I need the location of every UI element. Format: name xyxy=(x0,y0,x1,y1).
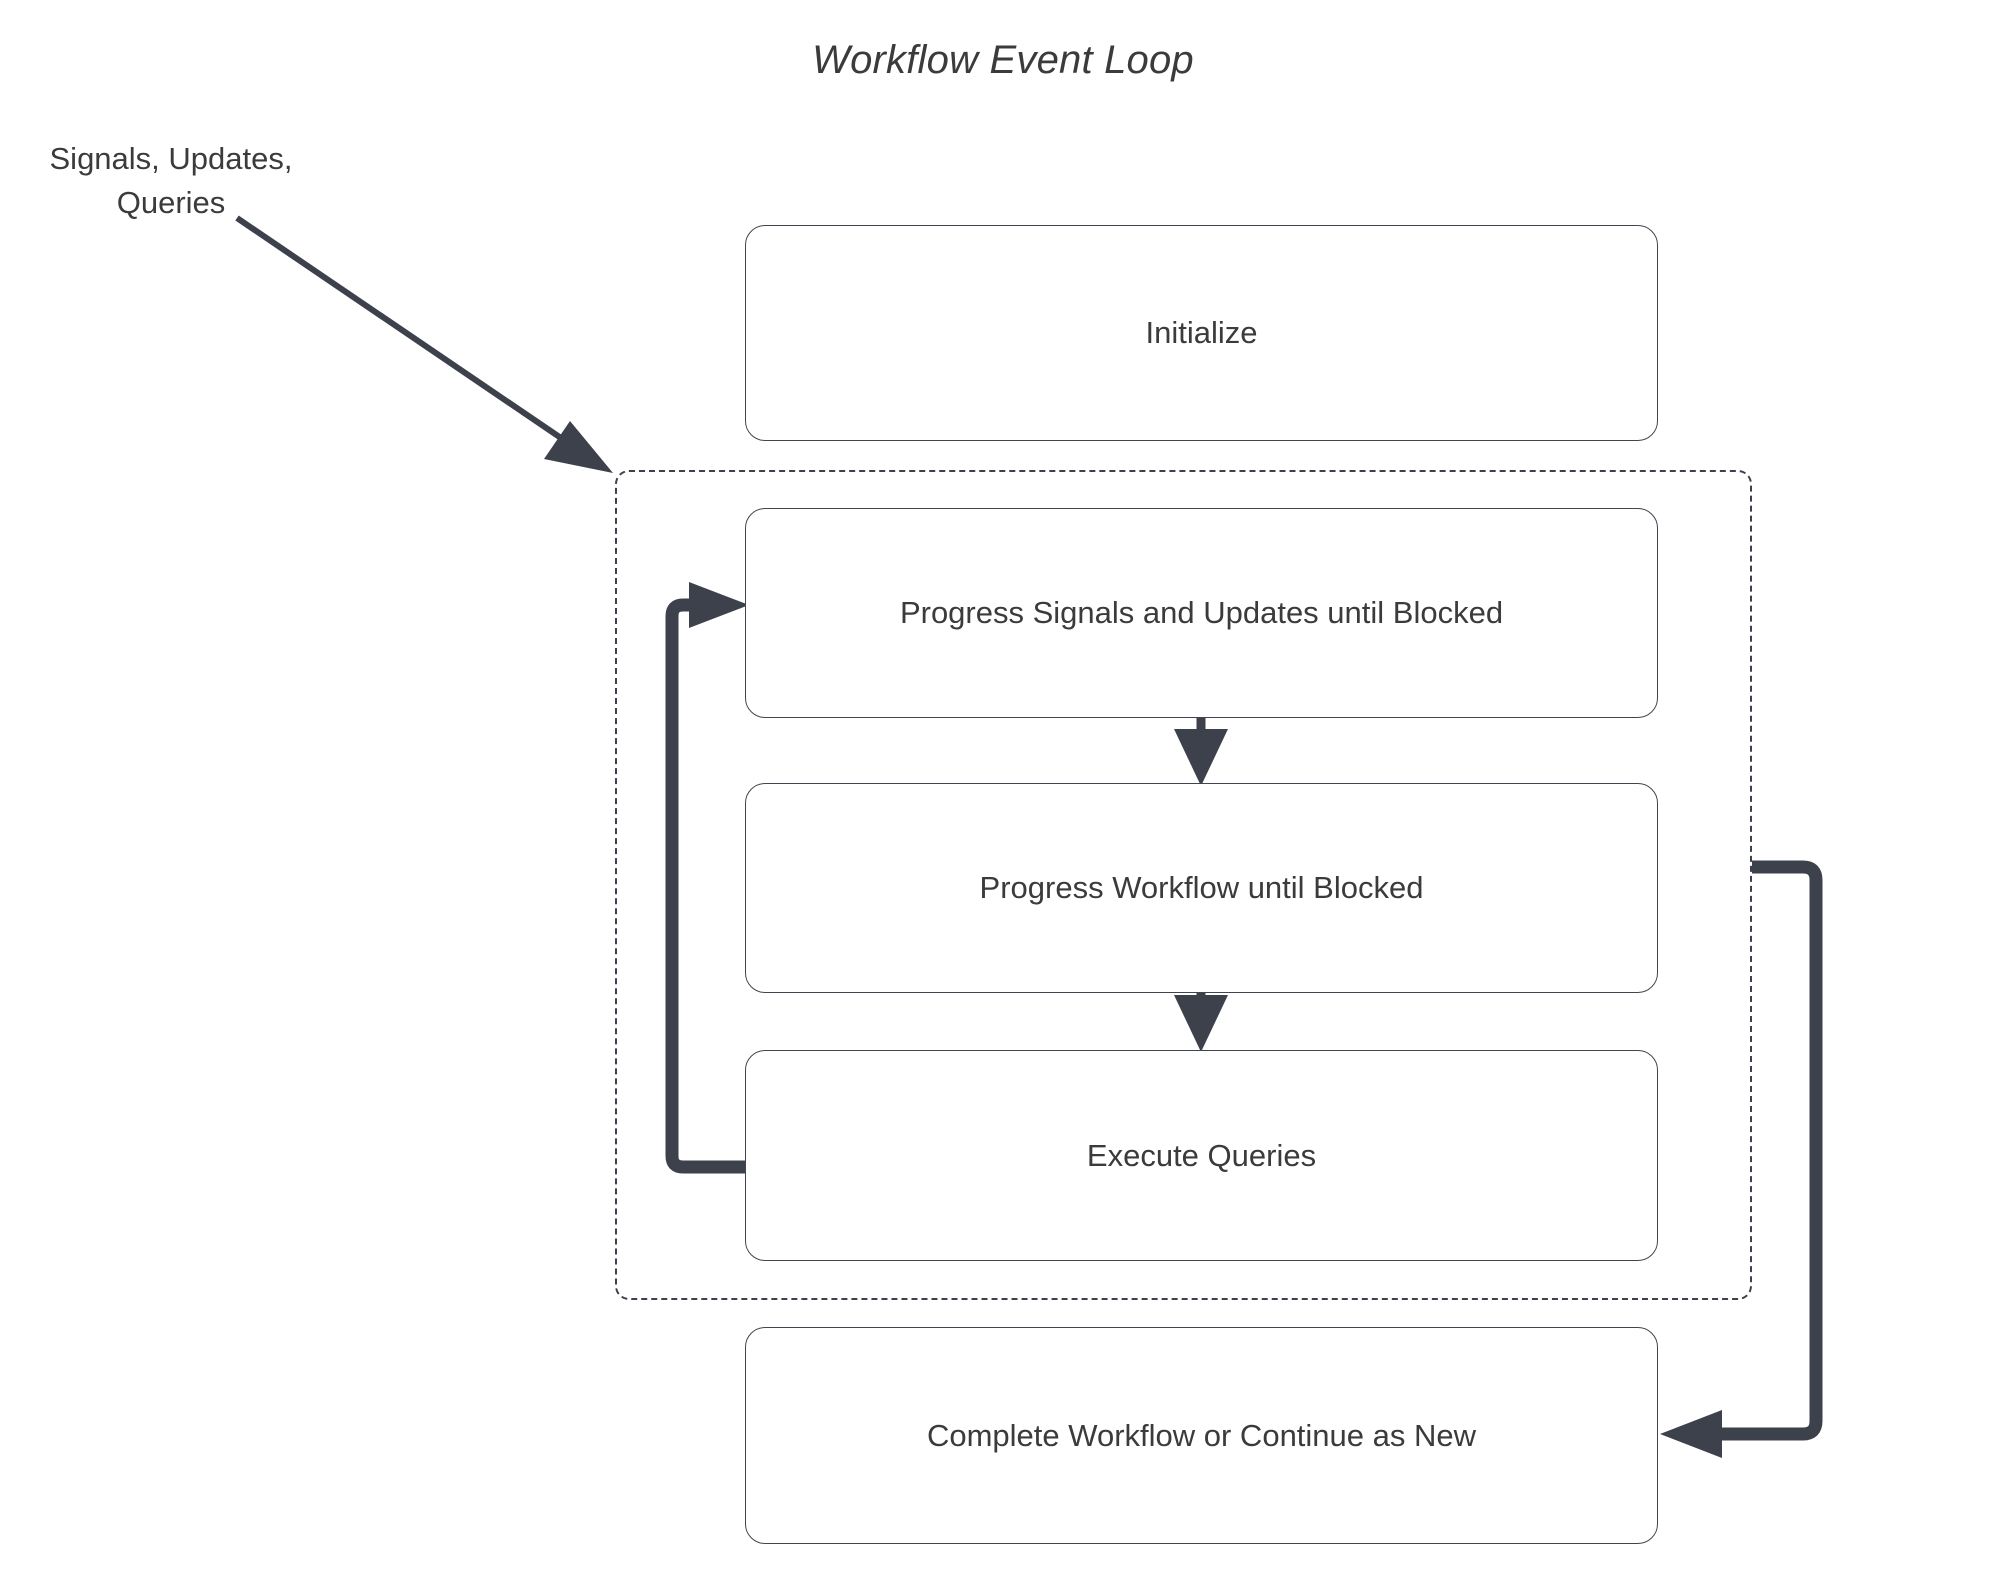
node-progress-workflow-label: Progress Workflow until Blocked xyxy=(979,870,1424,905)
edge-external-input-to-loop xyxy=(235,215,613,473)
event-loop-group xyxy=(615,470,1752,1300)
node-progress-signals[interactable]: Progress Signals and Updates until Block… xyxy=(745,508,1658,718)
page-title: Workflow Event Loop xyxy=(812,38,1194,82)
node-execute-queries-label: Execute Queries xyxy=(1086,1137,1317,1173)
node-complete-workflow-label: Complete Workflow or Continue as New xyxy=(926,1417,1477,1453)
external-input-label: Signals, Updates, Queries xyxy=(49,141,293,220)
node-initialize-label: Initialize xyxy=(1145,315,1258,350)
node-execute-queries[interactable]: Execute Queries xyxy=(745,1050,1658,1261)
node-progress-signals-label: Progress Signals and Updates until Block… xyxy=(899,595,1504,630)
node-initialize[interactable]: Initialize xyxy=(745,225,1658,441)
node-progress-workflow[interactable]: Progress Workflow until Blocked xyxy=(745,783,1658,993)
node-complete-workflow[interactable]: Complete Workflow or Continue as New xyxy=(745,1327,1658,1544)
